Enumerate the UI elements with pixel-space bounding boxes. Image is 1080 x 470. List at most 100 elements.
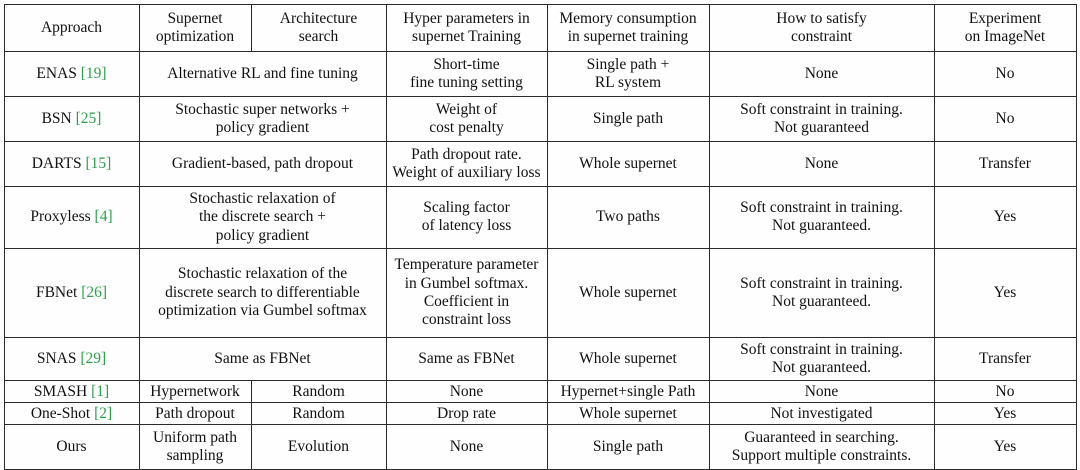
citation-link[interactable]: [19]: [80, 64, 107, 82]
cell-text-line: Short-time: [433, 55, 500, 73]
approach-label: Proxyless [4]: [30, 208, 112, 225]
citation-link[interactable]: [25]: [75, 109, 102, 127]
citation-link[interactable]: [4]: [94, 208, 113, 226]
column-header-approach: Approach: [3, 4, 140, 52]
cell-experiment-imagenet: Yes: [933, 247, 1077, 338]
cell-supernet-optimization: Same as FBNet: [138, 336, 387, 382]
cell-approach: Proxyless [4]: [3, 186, 140, 249]
cell-text-line: Whole supernet: [579, 349, 677, 367]
cell-text-line: Soft constraint in training.: [740, 274, 903, 292]
approach-label: Ours: [56, 438, 86, 455]
cell-approach: SNAS [29]: [3, 336, 140, 382]
cell-memory-consumption: Hypernet+single Path: [546, 380, 710, 404]
cell-text-line: None: [804, 382, 839, 400]
cell-text-line: Evolution: [287, 438, 350, 456]
cell-text-line: optimization via Gumbel softmax: [158, 301, 367, 319]
cell-memory-consumption: Whole supernet: [546, 141, 710, 187]
cell-hyper-parameters: None: [385, 424, 548, 470]
cell-text-line: Not investigated: [770, 404, 873, 422]
cell-satisfy-constraint: None: [708, 51, 935, 97]
cell-text-line: Whole supernet: [579, 283, 677, 301]
column-header-line: constraint: [790, 28, 853, 45]
cell-text-line: fine tuning setting: [410, 74, 523, 91]
approach-label: BSN [25]: [42, 110, 102, 127]
cell-text-line: Stochastic relaxation of the: [177, 265, 348, 283]
citation-link[interactable]: [1]: [91, 382, 110, 400]
cell-approach: One-Shot [2]: [3, 402, 140, 426]
column-header-line: supernet Training: [412, 28, 521, 45]
cell-supernet-optimization: Gradient-based, path dropout: [138, 141, 387, 187]
column-header-line: Approach: [40, 18, 103, 36]
cell-text-line: Coefficient in: [423, 292, 510, 310]
cell-satisfy-constraint: Soft constraint in training.Not guarante…: [708, 186, 935, 249]
cell-text-line: Same as FBNet: [214, 349, 311, 367]
cell-text-line: in Gumbel softmax.: [404, 274, 529, 292]
cell-supernet-optimization: Alternative RL and fine tuning: [138, 51, 387, 97]
cell-memory-consumption: Whole supernet: [546, 247, 710, 338]
cell-hyper-parameters: None: [385, 380, 548, 404]
cell-text-line: Random: [292, 404, 345, 422]
cell-text-line: Yes: [993, 438, 1017, 456]
citation-link[interactable]: [26]: [81, 283, 108, 301]
cell-approach: FBNet [26]: [3, 247, 140, 338]
table-row: One-Shot [2] Path dropout Random Drop rate W…: [3, 402, 1077, 426]
cell-text-line: Weight of auxiliary loss: [392, 164, 541, 181]
approach-label: FBNet [26]: [36, 284, 107, 301]
cell-text-line: RL system: [594, 74, 662, 91]
cell-text-line: Yes: [993, 283, 1017, 301]
cell-memory-consumption: Single path: [546, 424, 710, 470]
cell-approach: ENAS [19]: [3, 51, 140, 97]
cell-text-line: Path dropout: [155, 404, 235, 422]
approach-name: One-Shot: [30, 404, 91, 422]
cell-satisfy-constraint: Soft constraint in training.Not guarante…: [708, 247, 935, 338]
cell-hyper-parameters: Drop rate: [385, 402, 548, 426]
cell-text-line: Hypernetwork: [150, 382, 240, 400]
cell-text-line: Drop rate: [437, 404, 496, 422]
cell-text-line: Not guaranteed.: [772, 217, 871, 235]
approach-name: ENAS: [36, 64, 77, 82]
cell-hyper-parameters: Path dropout rate.Weight of auxiliary lo…: [385, 141, 548, 187]
cell-text-line: Guaranteed in searching.: [744, 429, 899, 447]
approach-name: SMASH: [33, 382, 88, 400]
citation-link[interactable]: [15]: [85, 154, 112, 172]
citation-link[interactable]: [29]: [80, 349, 107, 367]
citation-link[interactable]: [2]: [94, 404, 113, 422]
cell-text-line: None: [804, 154, 839, 172]
approach-name: Proxyless: [30, 208, 91, 226]
cell-text-line: Hypernet+single Path: [560, 382, 696, 400]
cell-text-line: No: [995, 382, 1015, 400]
cell-satisfy-constraint: None: [708, 380, 935, 404]
cell-text-line: constraint loss: [421, 311, 512, 329]
approach-name: DARTS: [31, 154, 82, 172]
cell-architecture-search: Random: [250, 402, 387, 426]
approach-name: SNAS: [36, 349, 77, 367]
cell-text-line: Soft constraint in training.: [740, 100, 903, 118]
cell-text-line: Yes: [993, 208, 1017, 226]
column-header-line: Supernet: [167, 9, 223, 27]
cell-experiment-imagenet: Transfer: [933, 336, 1077, 382]
column-header-line: on ImageNet: [964, 28, 1046, 45]
cell-text-line: Transfer: [979, 154, 1031, 172]
approach-label: One-Shot [2]: [31, 405, 112, 422]
cell-text-line: Same as FBNet: [418, 349, 515, 367]
cell-text-line: Transfer: [979, 349, 1031, 367]
cell-text-line: Whole supernet: [579, 404, 677, 422]
cell-approach: Ours: [3, 424, 140, 470]
approach-label: SMASH [1]: [34, 383, 109, 400]
cell-text-line: Single path: [592, 109, 664, 127]
cell-memory-consumption: Single path +RL system: [546, 51, 710, 97]
cell-satisfy-constraint: Soft constraint in training.Not guarante…: [708, 336, 935, 382]
cell-text-line: None: [804, 64, 839, 82]
column-header-line: How to satisfy: [776, 9, 867, 27]
